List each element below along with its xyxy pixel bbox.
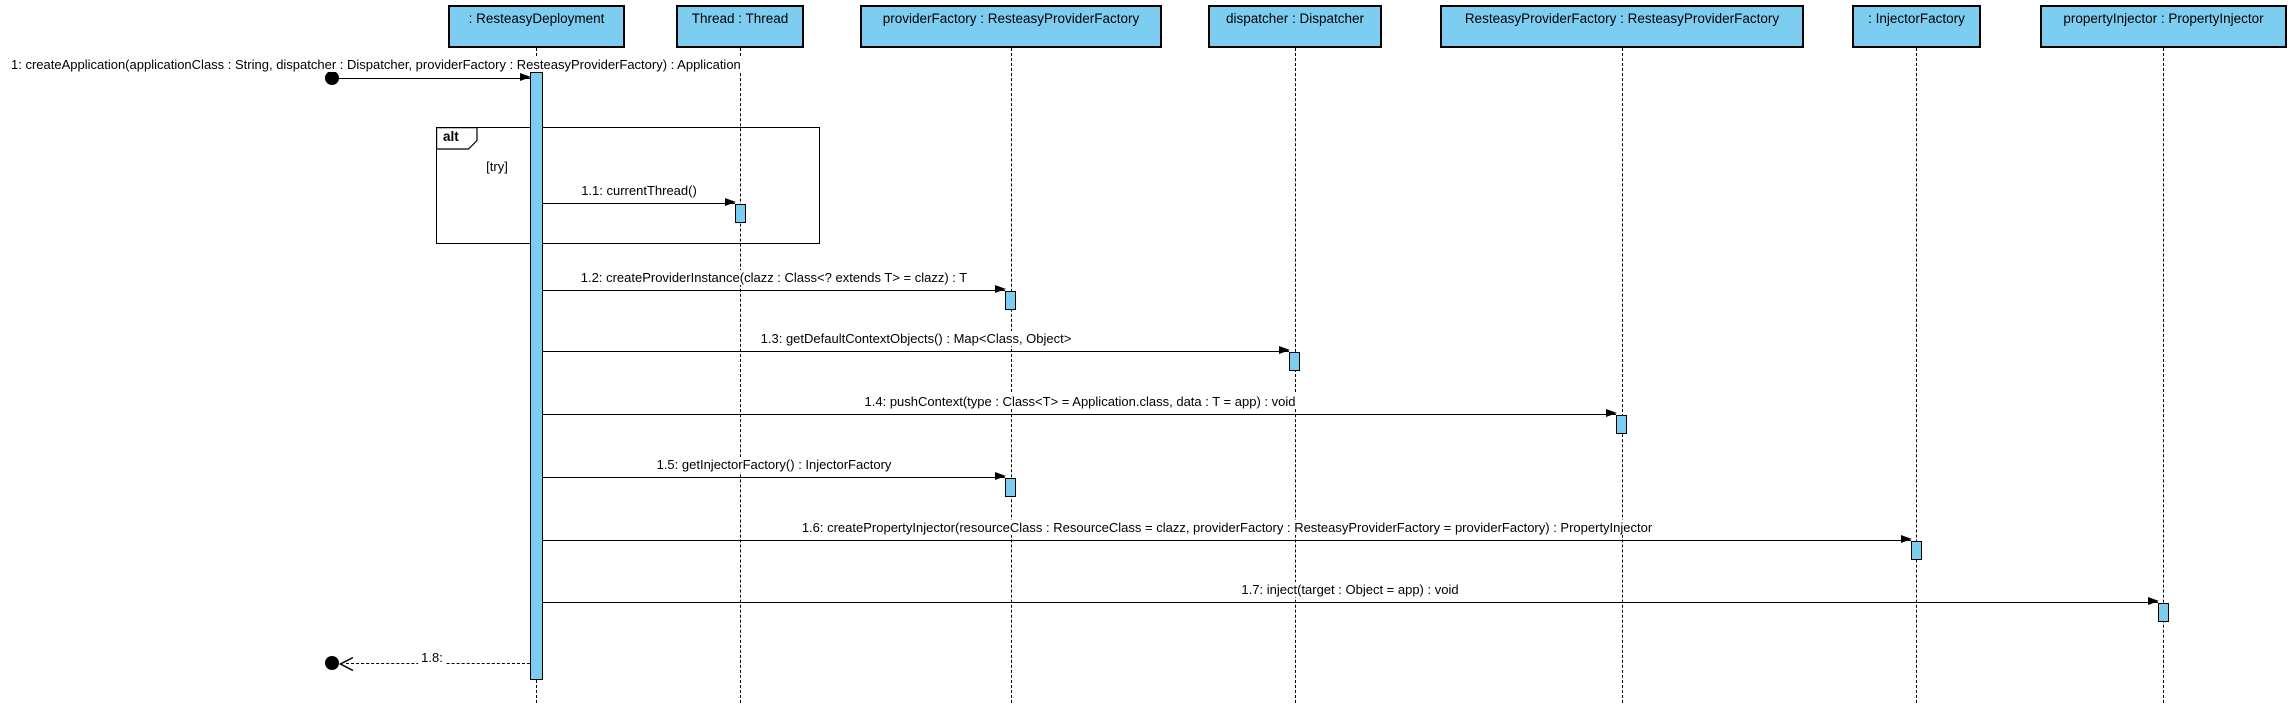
message-arrowhead-icon (995, 472, 1006, 481)
lifeline-head-provider-factory[interactable]: providerFactory : ResteasyProviderFactor… (860, 5, 1162, 48)
lifeline-label: propertyInjector : PropertyInjector (2063, 11, 2264, 26)
lifeline-head-property-injector[interactable]: propertyInjector : PropertyInjector (2040, 5, 2287, 48)
lifeline-line-property-injector (2163, 48, 2164, 703)
message-line-1-1[interactable] (543, 198, 736, 207)
activation-dispatcher[interactable] (1289, 352, 1300, 371)
lifeline-line-provider-factory (1011, 48, 1012, 703)
alt-operator-label: alt (443, 129, 459, 144)
activation-provider-factory-1[interactable] (1005, 291, 1016, 310)
message-line-1-4[interactable] (543, 409, 1617, 418)
message-arrowhead-icon (1901, 535, 1912, 544)
message-arrowhead-icon (995, 285, 1006, 294)
message-label-1-7[interactable]: 1.7: inject(target : Object = app) : voi… (1238, 582, 1462, 597)
return-message-endpoint[interactable] (325, 656, 339, 670)
lifeline-label: : InjectorFactory (1868, 11, 1965, 26)
lifeline-head-injector-factory[interactable]: : InjectorFactory (1852, 5, 1981, 48)
message-label-1-6[interactable]: 1.6: createPropertyInjector(resourceClas… (798, 520, 1656, 535)
activation-provider-factory-2[interactable] (1005, 478, 1016, 497)
lifeline-label: ResteasyProviderFactory : ResteasyProvid… (1464, 11, 1780, 26)
message-line-1-7[interactable] (543, 597, 2159, 606)
alt-guard-label: [try] (486, 159, 508, 174)
lifeline-head-resteasy-deployment[interactable]: : ResteasyDeployment (448, 5, 625, 48)
activation-resteasy-deployment[interactable] (530, 72, 543, 680)
lifeline-label: Thread : Thread (691, 11, 789, 26)
pentagon-shape-icon (436, 127, 478, 150)
activation-resteasy-provider-factory[interactable] (1616, 415, 1627, 434)
lifeline-line-dispatcher (1295, 48, 1296, 703)
message-line-1[interactable] (339, 73, 531, 82)
message-label-1-5[interactable]: 1.5: getInjectorFactory() : InjectorFact… (653, 457, 895, 472)
message-arrowhead-icon (1279, 346, 1290, 355)
lifeline-head-dispatcher[interactable]: dispatcher : Dispatcher (1208, 5, 1382, 48)
message-arrowhead-icon (1606, 409, 1617, 418)
found-message-endpoint[interactable] (325, 71, 339, 85)
lifeline-line-resteasy-provider-factory (1622, 48, 1623, 703)
lifeline-label: dispatcher : Dispatcher (1225, 11, 1365, 26)
lifeline-head-resteasy-provider-factory[interactable]: ResteasyProviderFactory : ResteasyProvid… (1440, 5, 1804, 48)
message-label-1-1[interactable]: 1.1: currentThread() (578, 183, 700, 198)
open-arrowhead-icon (339, 656, 354, 672)
message-label-1[interactable]: 1: createApplication(applicationClass : … (8, 57, 744, 72)
alt-operator-pentagon: alt (436, 127, 478, 150)
message-line-1-6[interactable] (543, 535, 1912, 544)
activation-injector-factory[interactable] (1911, 541, 1922, 560)
lifeline-line-injector-factory (1916, 48, 1917, 703)
message-line-1-2[interactable] (543, 285, 1006, 294)
message-arrowhead-icon (2148, 597, 2159, 606)
message-label-1-3[interactable]: 1.3: getDefaultContextObjects() : Map<Cl… (757, 331, 1075, 346)
activation-thread[interactable] (735, 204, 746, 223)
message-label-1-2[interactable]: 1.2: createProviderInstance(clazz : Clas… (577, 270, 971, 285)
message-arrowhead-icon (520, 73, 531, 82)
lifeline-label: providerFactory : ResteasyProviderFactor… (882, 11, 1140, 26)
message-line-1-3[interactable] (543, 346, 1290, 355)
lifeline-label: : ResteasyDeployment (468, 11, 605, 26)
message-label-1-8[interactable]: 1.8: (418, 650, 446, 665)
message-label-1-4[interactable]: 1.4: pushContext(type : Class<T> = Appli… (861, 394, 1299, 409)
message-arrowhead-icon (725, 198, 736, 207)
alt-fragment[interactable]: alt (436, 127, 820, 244)
message-line-1-5[interactable] (543, 472, 1006, 481)
lifeline-line-thread (740, 48, 741, 703)
lifeline-head-thread[interactable]: Thread : Thread (676, 5, 804, 48)
activation-property-injector[interactable] (2158, 603, 2169, 622)
